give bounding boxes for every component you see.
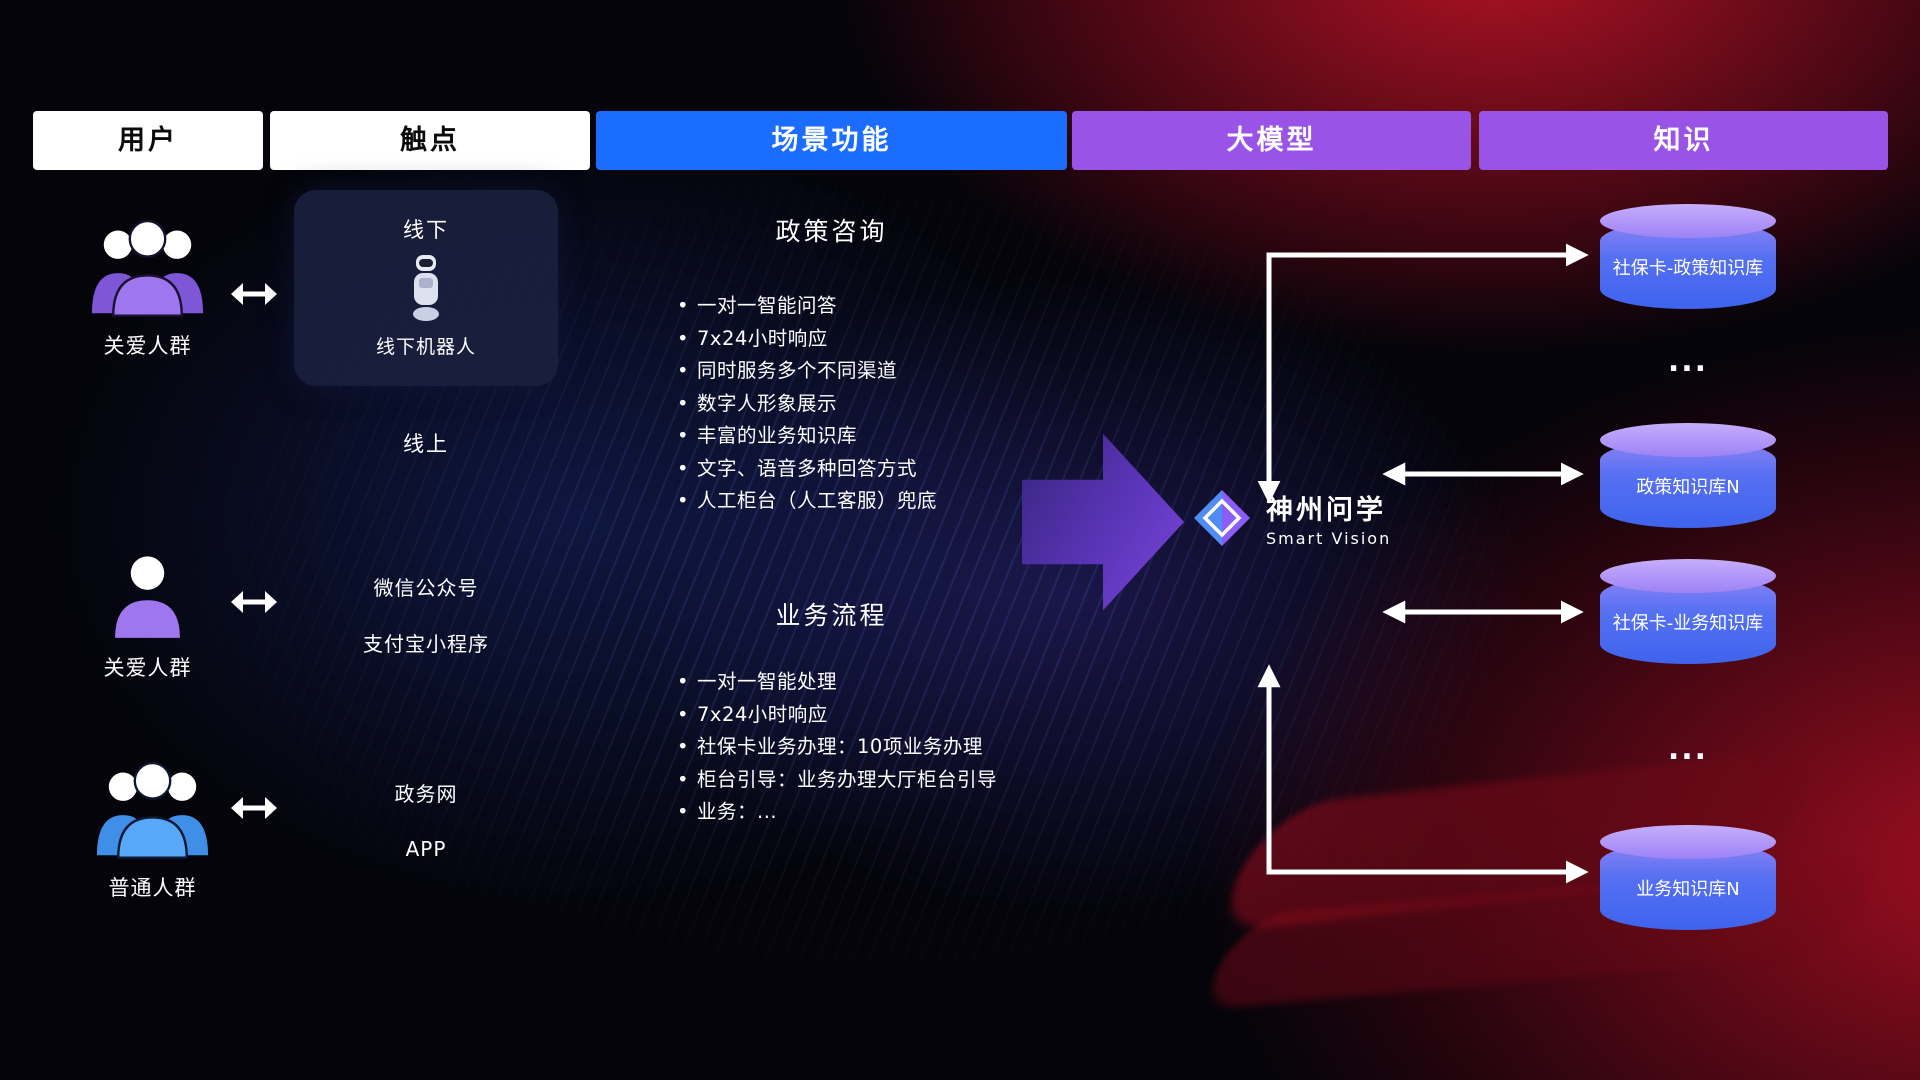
offline-title: 线下	[403, 218, 449, 242]
bullet-item: 丰富的业务知识库	[677, 420, 1117, 453]
offline-touchpoint-card: 线下 线下机器人	[294, 190, 558, 386]
online-title: 线上	[403, 432, 449, 456]
background-red-swoosh	[1193, 859, 1887, 1011]
model-logo: 神州问学 Smart Vision	[1192, 488, 1391, 548]
database-cylinder-icon: 政策知识库N	[1600, 423, 1776, 528]
bullet-item: 同时服务多个不同渠道	[677, 355, 1117, 388]
group-people-icon-purple	[91, 219, 204, 317]
group-people-icon-blue	[96, 761, 209, 859]
arrow-model-to-db4	[1257, 664, 1589, 884]
robot-icon	[413, 255, 439, 321]
knowledge-ellipsis: ...	[1667, 344, 1709, 379]
bullet-item: 一对一智能处理	[677, 666, 1117, 699]
scene-title-policy: 政策咨询	[775, 217, 888, 246]
touchpoint-gov-web: 政务网	[394, 782, 458, 806]
column-header-users: 用户	[33, 111, 263, 170]
user-group-label: 关爱人群	[103, 656, 192, 680]
arrow-model-to-db1	[1257, 243, 1589, 504]
column-header-scenes: 场景功能	[596, 111, 1067, 170]
db-label: 社保卡-政策知识库	[1612, 258, 1764, 280]
knowledge-db-business-n: 业务知识库N	[1600, 825, 1776, 930]
knowledge-db-policy-n: 政策知识库N	[1600, 423, 1776, 528]
bidirectional-arrow-icon	[231, 797, 277, 819]
touchpoint-alipay: 支付宝小程序	[363, 632, 489, 656]
bidirectional-arrow-icon	[231, 283, 277, 305]
bullet-item: 社保卡业务办理：10项业务办理	[677, 731, 1117, 764]
user-group-general: 普通人群	[85, 756, 220, 902]
database-cylinder-icon: 社保卡-政策知识库	[1600, 204, 1776, 309]
scene-title-business: 业务流程	[775, 601, 888, 630]
bullet-item: 7x24小时响应	[677, 323, 1117, 356]
user-group-label: 关爱人群	[103, 334, 192, 358]
bullet-item: 7x24小时响应	[677, 699, 1117, 732]
bullet-item: 柜台引导：业务办理大厅柜台引导	[677, 764, 1117, 797]
person-icon-purple	[115, 556, 180, 638]
db-label: 社保卡-业务知识库	[1612, 613, 1764, 635]
knowledge-ellipsis: ...	[1667, 732, 1709, 767]
column-header-touchpoints: 触点	[270, 111, 590, 170]
bullet-item: 业务：...	[677, 796, 1117, 829]
database-cylinder-icon: 社保卡-业务知识库	[1600, 559, 1776, 664]
bullet-item: 一对一智能问答	[677, 290, 1117, 323]
column-header-knowledge: 知识	[1479, 111, 1888, 170]
offline-robot-label: 线下机器人	[375, 336, 476, 358]
knowledge-db-business-ssc: 社保卡-业务知识库	[1600, 559, 1776, 664]
model-name: 神州问学	[1266, 495, 1386, 526]
touchpoint-app: APP	[405, 837, 447, 861]
column-header-model: 大模型	[1072, 111, 1471, 170]
model-subtitle: Smart Vision	[1266, 529, 1392, 548]
diamond-logo-icon	[1194, 490, 1250, 546]
user-single-care: 关爱人群	[100, 548, 195, 682]
touchpoint-wechat: 微信公众号	[373, 576, 479, 600]
db-label: 业务知识库N	[1636, 879, 1740, 901]
bullet-item: 数字人形象展示	[677, 388, 1117, 421]
policy-bullet-list: 一对一智能问答 7x24小时响应 同时服务多个不同渠道 数字人形象展示 丰富的业…	[677, 290, 1117, 518]
bullet-item: 人工柜台（人工客服）兜底	[677, 485, 1117, 518]
business-bullet-list: 一对一智能处理 7x24小时响应 社保卡业务办理：10项业务办理 柜台引导：业务…	[677, 666, 1117, 829]
bidirectional-arrow-icon	[231, 591, 277, 613]
user-group-care-1: 关爱人群	[80, 214, 215, 360]
db-label: 政策知识库N	[1636, 477, 1740, 499]
knowledge-db-policy-ssc: 社保卡-政策知识库	[1600, 204, 1776, 309]
bullet-item: 文字、语音多种回答方式	[677, 453, 1117, 486]
user-group-label: 普通人群	[108, 876, 197, 900]
database-cylinder-icon: 业务知识库N	[1600, 825, 1776, 930]
